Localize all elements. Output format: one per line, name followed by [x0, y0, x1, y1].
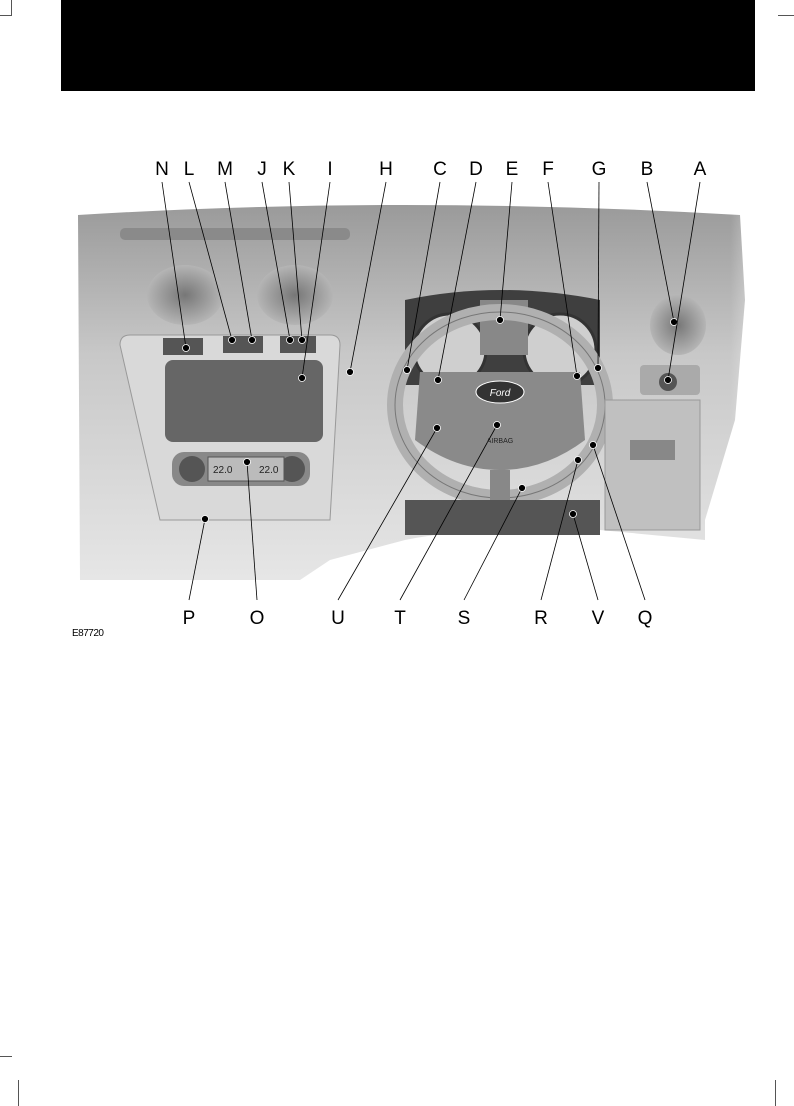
callout-dot: [594, 364, 602, 372]
callout-dot: [346, 368, 354, 376]
callout-label-n: N: [155, 159, 169, 180]
callout-label-u: U: [331, 608, 345, 629]
crop-mark: [0, 15, 11, 16]
callout-label-h: H: [379, 159, 393, 180]
leader-line: [188, 181, 233, 341]
callout-dot: [434, 376, 442, 384]
callout-dot: [286, 336, 294, 344]
illustration-text: 22.0 22.0 Ford AIRBAG: [213, 388, 513, 476]
leader-line: [499, 181, 513, 321]
leader-line: [646, 181, 675, 323]
callout-dot: [182, 344, 190, 352]
callout-label-i: I: [327, 159, 332, 180]
crop-mark: [778, 15, 794, 16]
crop-mark: [775, 1080, 776, 1106]
callout-label-k: K: [283, 159, 296, 180]
callout-label-b: B: [641, 159, 654, 180]
leader-line: [540, 459, 579, 601]
callout-dot: [574, 456, 582, 464]
header-bar: [61, 0, 755, 91]
callout-dot: [518, 484, 526, 492]
callout-dot: [573, 372, 581, 380]
callout-dot: [664, 376, 672, 384]
callout-dot: [493, 421, 501, 429]
leader-line: [224, 181, 253, 341]
callout-label-j: J: [257, 159, 267, 180]
callout-dot: [243, 458, 251, 466]
callout-label-q: Q: [638, 608, 653, 629]
crop-mark: [18, 1080, 19, 1106]
callout-dot: [403, 366, 411, 374]
leader-line: [399, 424, 498, 601]
leader-line: [597, 181, 600, 369]
leader-line: [246, 461, 258, 601]
callout-label-p: P: [183, 608, 196, 629]
callout-label-o: O: [250, 608, 265, 629]
callout-dot: [248, 336, 256, 344]
callout-dot: [298, 336, 306, 344]
callout-dot: [433, 424, 441, 432]
leader-lines: [161, 181, 701, 601]
climate-display-left: 22.0: [213, 465, 233, 476]
callout-label-a: A: [694, 159, 707, 180]
callout-dot: [298, 374, 306, 382]
callout-dot: [670, 318, 678, 326]
crop-mark: [0, 1056, 12, 1057]
callout-dot: [201, 515, 209, 523]
leader-line: [437, 181, 477, 381]
leader-line: [572, 513, 599, 601]
callout-label-v: V: [592, 608, 605, 629]
callout-label-t: T: [394, 608, 406, 629]
leader-line: [288, 181, 303, 341]
figure-id: E87720: [72, 628, 104, 639]
callout-dot: [569, 510, 577, 518]
climate-display-right: 22.0: [259, 465, 279, 476]
crop-mark: [11, 0, 12, 16]
leader-line: [261, 181, 291, 341]
leader-line: [349, 181, 387, 373]
airbag-text: AIRBAG: [487, 438, 513, 445]
dashboard-drawing: [0, 200, 794, 590]
callout-label-m: M: [217, 159, 233, 180]
callout-label-g: G: [592, 159, 607, 180]
callout-dot: [228, 336, 236, 344]
leader-line: [592, 444, 646, 601]
leader-line: [667, 181, 701, 381]
leader-line: [547, 181, 578, 377]
ford-badge: Ford: [490, 388, 511, 399]
leader-line: [337, 427, 438, 601]
callout-label-c: C: [433, 159, 447, 180]
callout-label-f: F: [542, 159, 554, 180]
leader-line: [301, 181, 331, 379]
leader-line: [188, 518, 206, 601]
leader-line: [161, 181, 187, 349]
callout-label-d: D: [469, 159, 483, 180]
callout-dot: [496, 316, 504, 324]
leader-line: [463, 487, 523, 601]
callout-label-e: E: [506, 159, 519, 180]
callout-label-s: S: [458, 608, 471, 629]
callout-dot: [589, 441, 597, 449]
callout-label-r: R: [534, 608, 548, 629]
leader-line: [406, 181, 441, 371]
callout-label-l: L: [184, 159, 195, 180]
